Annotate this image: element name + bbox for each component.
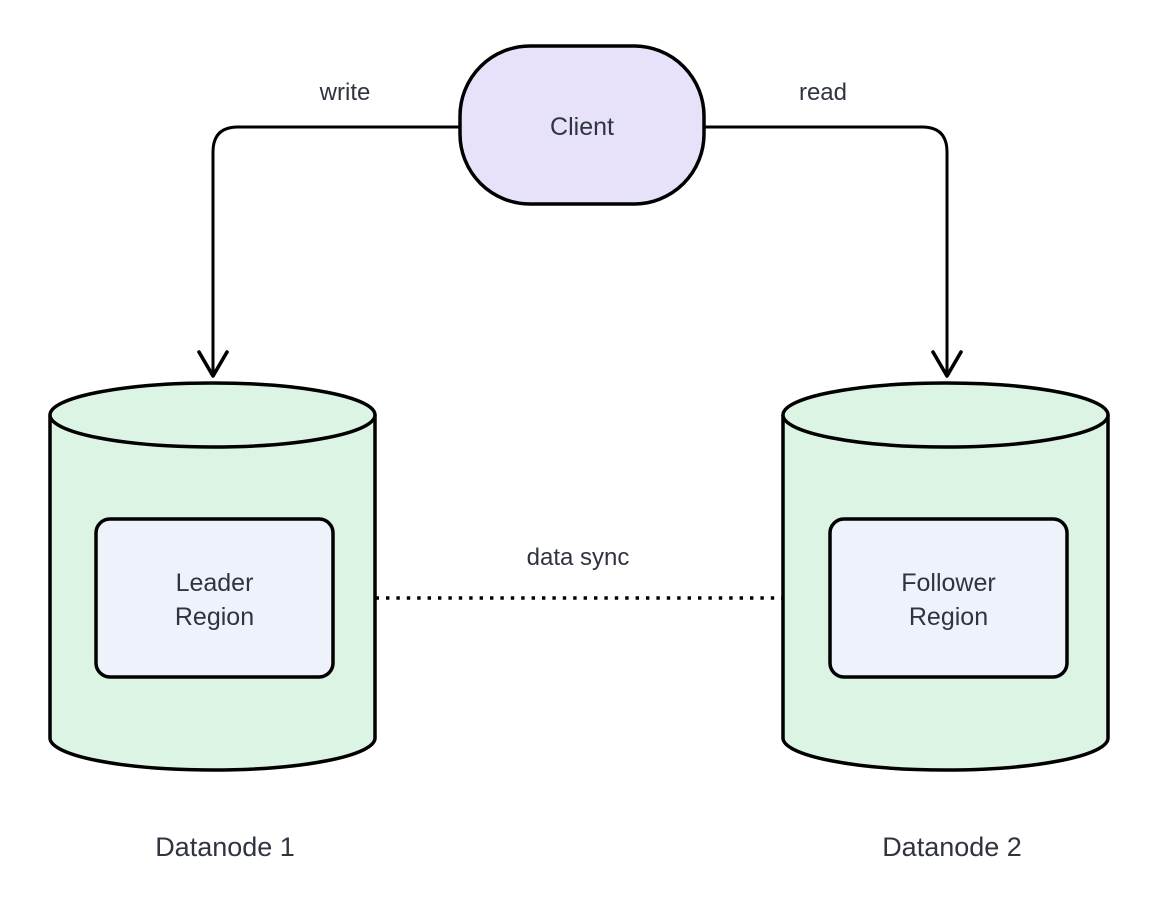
edge-read: read [704, 79, 963, 378]
follower-region-box [828, 517, 1069, 679]
datanode2-cylinder-top [781, 381, 1110, 449]
write-edge-label: write [319, 79, 371, 106]
write-arrowhead-icon [197, 350, 229, 378]
data-sync-edge-label: data sync [527, 544, 630, 571]
datanode1-caption: Datanode 1 [155, 832, 295, 862]
datanode1-cylinder-top [48, 381, 377, 449]
follower-region-label-line1: Follower [901, 569, 995, 597]
datanode2-caption: Datanode 2 [882, 832, 1022, 862]
leader-region-box [94, 517, 335, 679]
client-shape [458, 44, 706, 206]
datanode1-cylinder: Leader Region Datanode 1 [48, 381, 377, 862]
datanode2-cylinder: Follower Region Datanode 2 [781, 381, 1110, 862]
edge-write: write [197, 79, 460, 378]
read-edge-label: read [799, 79, 847, 106]
leader-region-label-line2: Region [175, 603, 254, 631]
read-arrowhead-icon [931, 350, 963, 378]
edge-data-sync: data sync [334, 544, 830, 614]
client-node: Client [458, 44, 706, 206]
read-arrow-line [704, 125, 949, 373]
follower-region-label-line2: Region [909, 603, 988, 631]
write-arrow-line [211, 125, 460, 373]
leader-region-label-line1: Leader [176, 569, 254, 597]
client-label: Client [550, 113, 614, 141]
